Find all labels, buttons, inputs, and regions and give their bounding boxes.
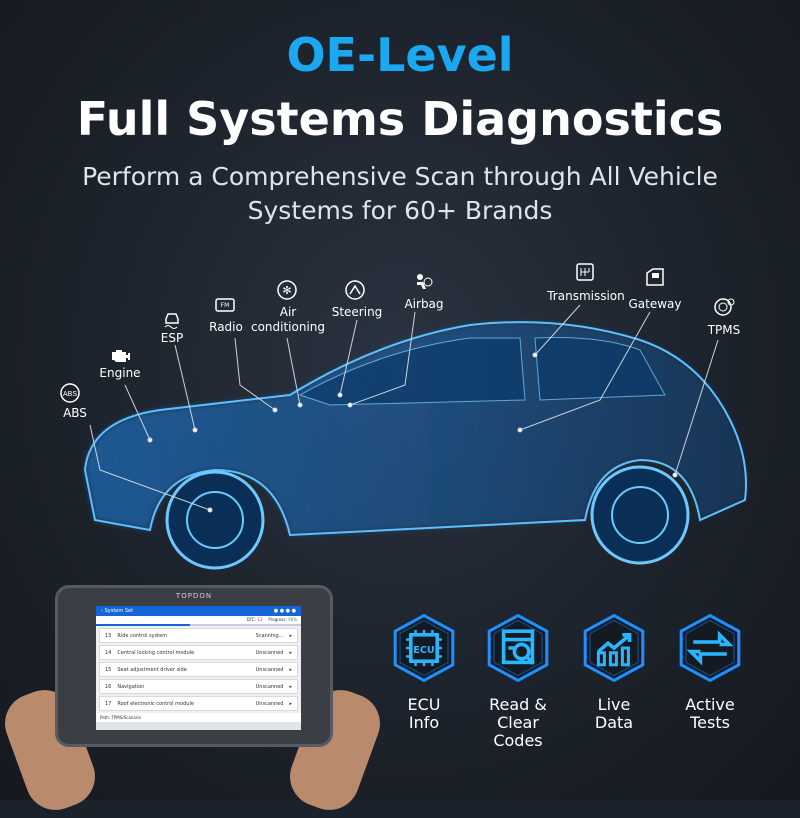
progress-label: Progress: xyxy=(268,617,287,622)
row-status: Unscanned xyxy=(255,700,284,707)
headline-accent: OE-Level xyxy=(286,28,514,82)
feature-label-line: Data xyxy=(594,713,634,732)
diagnostic-tablet: TOPDON ‹ System Set ● ● ● ● DTC: 13 Progre… xyxy=(55,585,333,747)
row-name: Roof electronic control module xyxy=(117,700,194,707)
car-illustration xyxy=(83,304,747,570)
row-number: 16 xyxy=(105,683,112,690)
system-label-airbag: Airbag xyxy=(404,297,444,311)
row-number: 14 xyxy=(105,649,112,656)
system-label-tpms: TPMS xyxy=(707,323,741,337)
row-arrow-icon: ▸ xyxy=(289,683,292,690)
row-arrow-icon: ▸ xyxy=(289,700,292,707)
system-row[interactable]: 13 Ride control system Scanning... ▸ xyxy=(99,628,298,643)
dtc-label: DTC: xyxy=(246,617,257,622)
tablet-screen: ‹ System Set ● ● ● ● DTC: 13 Progress: 46%… xyxy=(96,606,301,730)
row-status: Scanning... xyxy=(255,632,284,639)
row-arrow-icon: ▸ xyxy=(289,649,292,656)
system-row[interactable]: 15 Seat adjustment driver side Unscanned ▸ xyxy=(99,662,298,677)
label-line: Air xyxy=(279,305,297,319)
code-search-icon xyxy=(487,613,549,683)
system-label-engine: Engine xyxy=(99,366,141,380)
system-label-transmission: Transmission xyxy=(547,289,625,303)
back-and-title[interactable]: ‹ System Set xyxy=(101,608,134,614)
abs-icon: ABS xyxy=(60,383,80,403)
radio-icon: FM xyxy=(215,298,235,312)
progress-value: 46% xyxy=(288,617,297,622)
system-label-radio: Radio xyxy=(209,320,243,334)
row-number: 13 xyxy=(105,632,112,639)
row-name: Navigation xyxy=(117,683,145,690)
ecu-chip-icon: ECU xyxy=(393,613,455,683)
ecu-badge: ECU xyxy=(413,645,434,656)
feature-label: Read &Clear Codes xyxy=(478,696,558,750)
subtitle-line: Systems for 60+ Brands xyxy=(247,196,553,225)
android-nav-bar[interactable] xyxy=(96,722,301,730)
row-status: Unscanned xyxy=(255,666,284,673)
car-body xyxy=(83,321,747,570)
progress-fill xyxy=(96,624,191,626)
toolbar-icons[interactable]: ● ● ● ● xyxy=(273,608,296,614)
svg-text:FM: FM xyxy=(221,302,230,309)
subtitle: Perform a Comprehensive Scan through All… xyxy=(0,160,800,228)
feature-label-line: Info xyxy=(408,713,440,732)
system-row[interactable]: 14 Central locking control module Unscanne… xyxy=(99,645,298,660)
system-label-esp: ESP xyxy=(160,331,184,345)
feature-label-line: Tests xyxy=(690,713,730,732)
system-label-steering: Steering xyxy=(331,305,383,319)
system-row[interactable]: 16 Navigation Unscanned ▸ xyxy=(99,679,298,694)
tablet-brand: TOPDON xyxy=(175,592,213,600)
snowflake-icon: ✻ xyxy=(277,280,297,300)
engine-icon xyxy=(112,350,130,362)
dtc-count: 13 xyxy=(257,617,263,622)
row-arrow-icon: ▸ xyxy=(289,666,292,673)
row-name: Central locking control module xyxy=(117,649,195,656)
row-number: 15 xyxy=(105,666,112,673)
system-label-gateway: Gateway xyxy=(628,297,682,311)
system-label-abs: ABS xyxy=(63,406,87,420)
svg-text:✻: ✻ xyxy=(282,284,291,297)
subtitle-line: Perform a Comprehensive Scan through All… xyxy=(82,162,718,191)
feature-label-line: Active xyxy=(685,695,735,714)
live-data-chart-icon xyxy=(583,613,645,683)
screen-title-bar: ‹ System Set ● ● ● ● xyxy=(96,606,301,616)
feature-label-line: Live xyxy=(597,695,631,714)
row-arrow-icon: ▸ xyxy=(289,632,292,639)
tire-icon xyxy=(714,298,735,316)
label-line: conditioning xyxy=(250,320,326,334)
feature-label-line: ECU xyxy=(407,695,441,714)
row-name: Ride control system xyxy=(117,632,168,639)
progress-bar xyxy=(96,624,301,626)
active-test-arrows-icon xyxy=(679,613,741,683)
svg-text:ABS: ABS xyxy=(63,391,77,398)
path-text: Path: TPMS/Scanario xyxy=(96,713,301,722)
screen-title: System Set xyxy=(104,608,134,614)
row-status: Unscanned xyxy=(255,683,284,690)
feature-label-line: Clear Codes xyxy=(493,713,543,750)
row-number: 17 xyxy=(105,700,112,707)
steering-icon xyxy=(345,280,365,300)
scan-info: DTC: 13 Progress: 46% xyxy=(96,616,301,624)
feature-code-search: Read &Clear Codes xyxy=(478,612,558,750)
page-title: Full Systems Diagnostics xyxy=(76,92,724,146)
airbag-icon xyxy=(417,274,433,289)
feature-label-line: Read & xyxy=(489,695,547,714)
esp-icon xyxy=(164,313,179,329)
transmission-icon xyxy=(576,263,594,281)
row-name: Seat adjustment driver side xyxy=(117,666,187,673)
row-status: Unscanned xyxy=(255,649,284,656)
leader-lines xyxy=(89,304,719,513)
system-row[interactable]: 17 Roof electronic control module Unscanne… xyxy=(99,696,298,711)
gateway-icon xyxy=(646,268,664,286)
